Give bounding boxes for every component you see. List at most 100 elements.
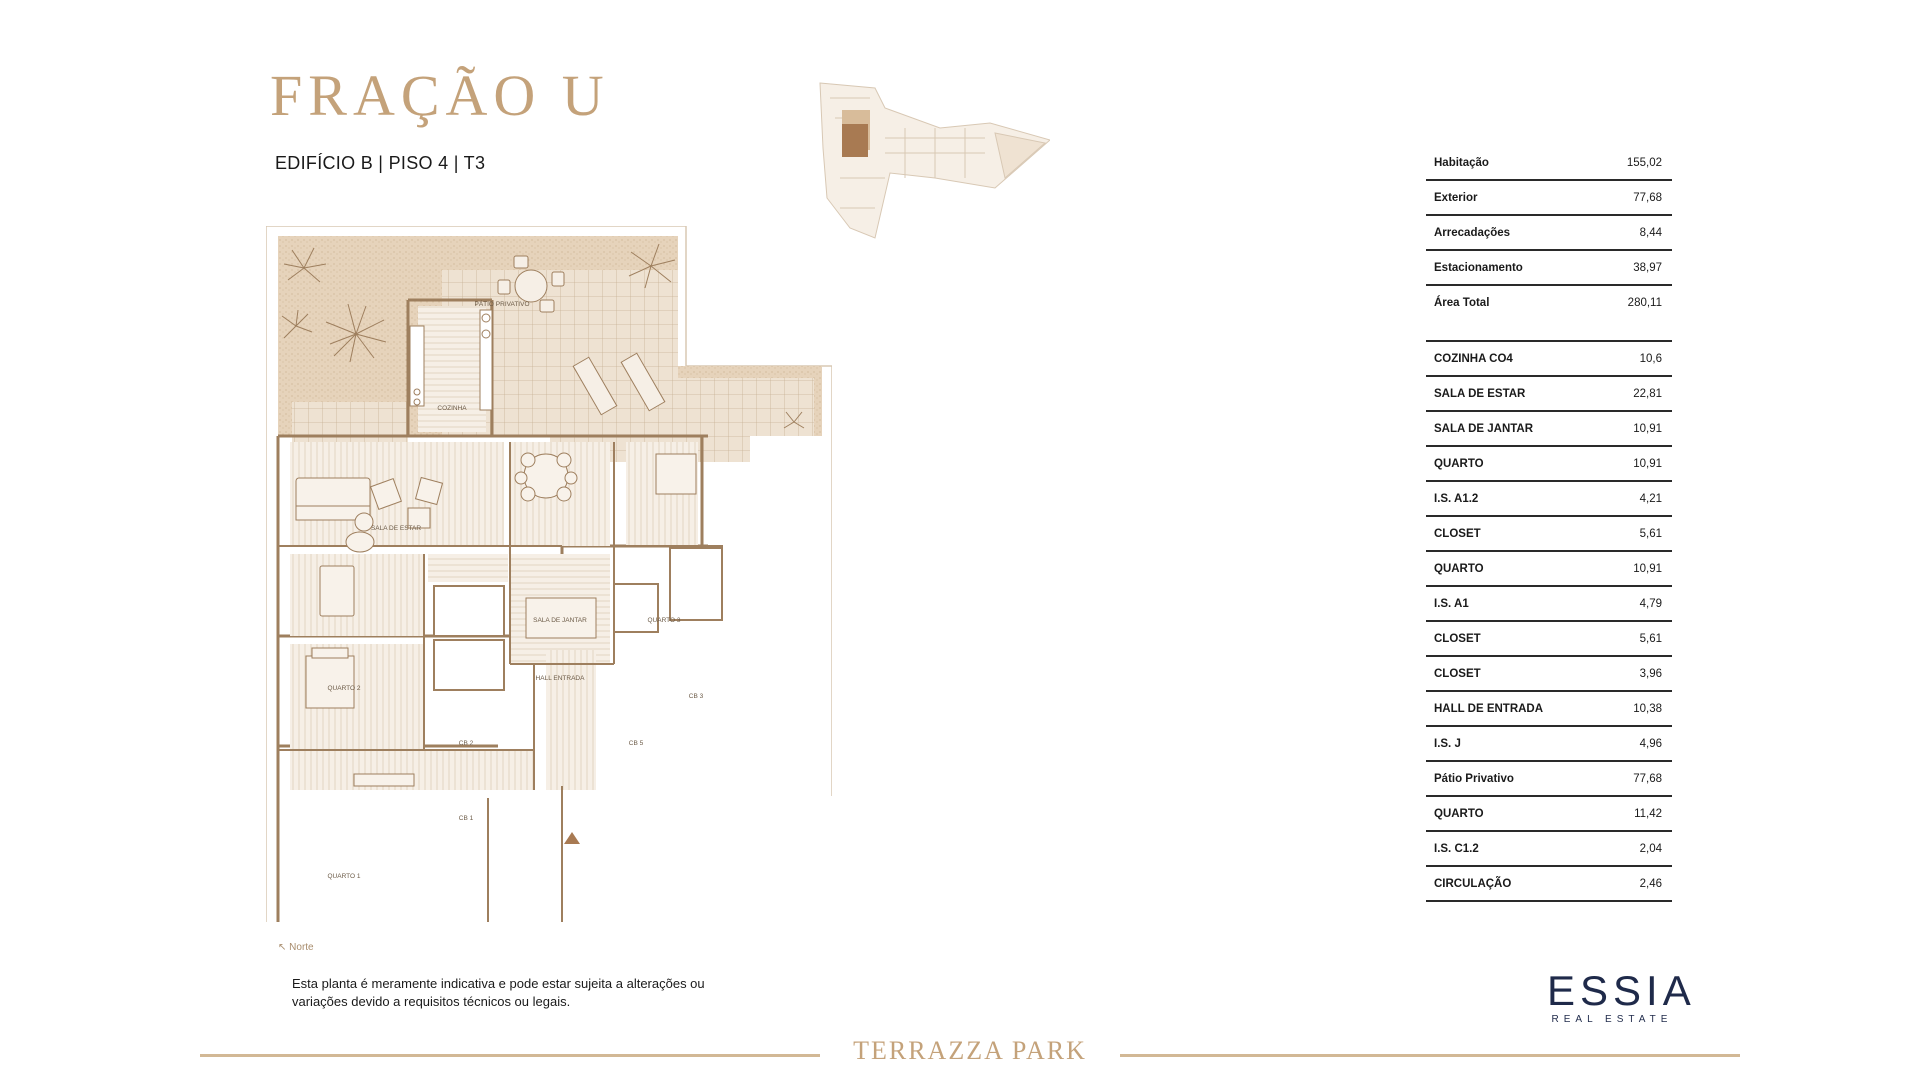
plant-icon [628,243,676,289]
area-value: 280,11 [1627,296,1662,309]
brand-name: ESSIA [1547,967,1696,1014]
room-cb3 [669,547,723,621]
area-label: CLOSET [1426,656,1581,692]
area-label: COZINHA CO4 [1426,341,1581,377]
brand-logo: ESSIA REAL ESTATE [1547,967,1696,1026]
area-label: Área Total [1434,296,1490,309]
area-value: 4,79 [1581,586,1672,622]
label-quarto1: QUARTO 1 [328,873,361,880]
area-value: 10,38 [1581,691,1672,727]
page-title: FRAÇÃO U [270,63,610,128]
footer-title: TERRAZZA PARK [853,1036,1087,1065]
area-value: 2,46 [1581,866,1672,902]
area-label: QUARTO [1426,796,1581,832]
disclaimer-text: Esta planta é meramente indicativa e pod… [292,976,705,1009]
sun-lounger [572,356,618,416]
area-label: CLOSET [1426,516,1581,552]
area-value: 4,96 [1581,726,1672,762]
plant-icon [783,411,805,429]
table-row: Área Total 280,11 [1426,285,1672,319]
entrance-marker [564,832,580,844]
armchair [414,476,444,506]
area-label: QUARTO [1426,551,1581,587]
area-value: 77,68 [1581,761,1672,797]
floor-plan: PÁTIO PRIVATIVO COZINHA SALA DE ESTAR SA… [266,226,832,922]
area-label [1426,319,1581,342]
area-label: I.S. A1.2 [1426,481,1581,517]
area-value: 10,91 [1581,411,1672,447]
label-hall: HALL ENTRADA [536,675,586,682]
north-indicator: ↖ Norte [278,942,314,953]
room-cb2 [433,585,505,637]
table-divider [1426,319,1672,342]
label-cb1: CB 1 [459,815,474,822]
armchair [369,477,403,511]
plant-icon [281,309,313,339]
area-label: I.S. C1.2 [1426,831,1581,867]
area-value: 3,96 [1581,656,1672,692]
footer-rule-right [1120,1054,1740,1057]
plant-icon [325,303,387,363]
plant-icon [283,247,327,283]
brand-tagline: REAL ESTATE [1551,1014,1673,1025]
room-quarto2 [290,554,424,636]
sun-lounger [620,352,666,412]
area-value: 22,81 [1581,376,1672,412]
label-cb2: CB 2 [459,740,474,747]
footer-rule-left [200,1054,820,1057]
building-key-map [819,82,1050,239]
area-label: Arrecadações [1426,215,1581,251]
area-value: 10,91 [1581,551,1672,587]
area-label: HALL DE ENTRADA [1426,691,1581,727]
area-value: 4,21 [1581,481,1672,517]
label-quarto3: QUARTO 3 [648,617,681,624]
label-patio: PÁTIO PRIVATIVO [474,299,529,308]
area-value: 155,02 [1581,146,1672,181]
bed [305,655,355,709]
label-cozinha: COZINHA [437,405,467,412]
page-subtitle: EDIFÍCIO B | PISO 4 | T3 [275,153,486,173]
area-label: Pátio Privativo [1426,761,1581,797]
patio-table [514,269,548,303]
area-label: I.S. A1 [1426,586,1581,622]
area-value: 38,97 [1581,250,1672,286]
area-value: 8,44 [1581,215,1672,251]
label-sala-estar: SALA DE ESTAR [371,525,421,532]
room-cb1 [433,639,505,691]
area-label: SALA DE ESTAR [1426,376,1581,412]
area-label [1581,319,1672,342]
area-value: 77,68 [1581,180,1672,216]
area-value: 5,61 [1581,516,1672,552]
area-value: 11,42 [1581,796,1672,832]
area-label: Exterior [1426,180,1581,216]
area-label: CIRCULAÇÃO [1426,866,1581,902]
area-value: 10,6 [1581,341,1672,377]
label-cb5: CB 5 [629,740,644,747]
room-cb5 [613,583,659,633]
label-sala-jantar: SALA DE JANTAR [533,617,587,624]
area-value: 2,04 [1581,831,1672,867]
area-label: CLOSET [1426,621,1581,657]
area-label: Estacionamento [1426,250,1581,286]
label-quarto2: QUARTO 2 [328,685,361,692]
